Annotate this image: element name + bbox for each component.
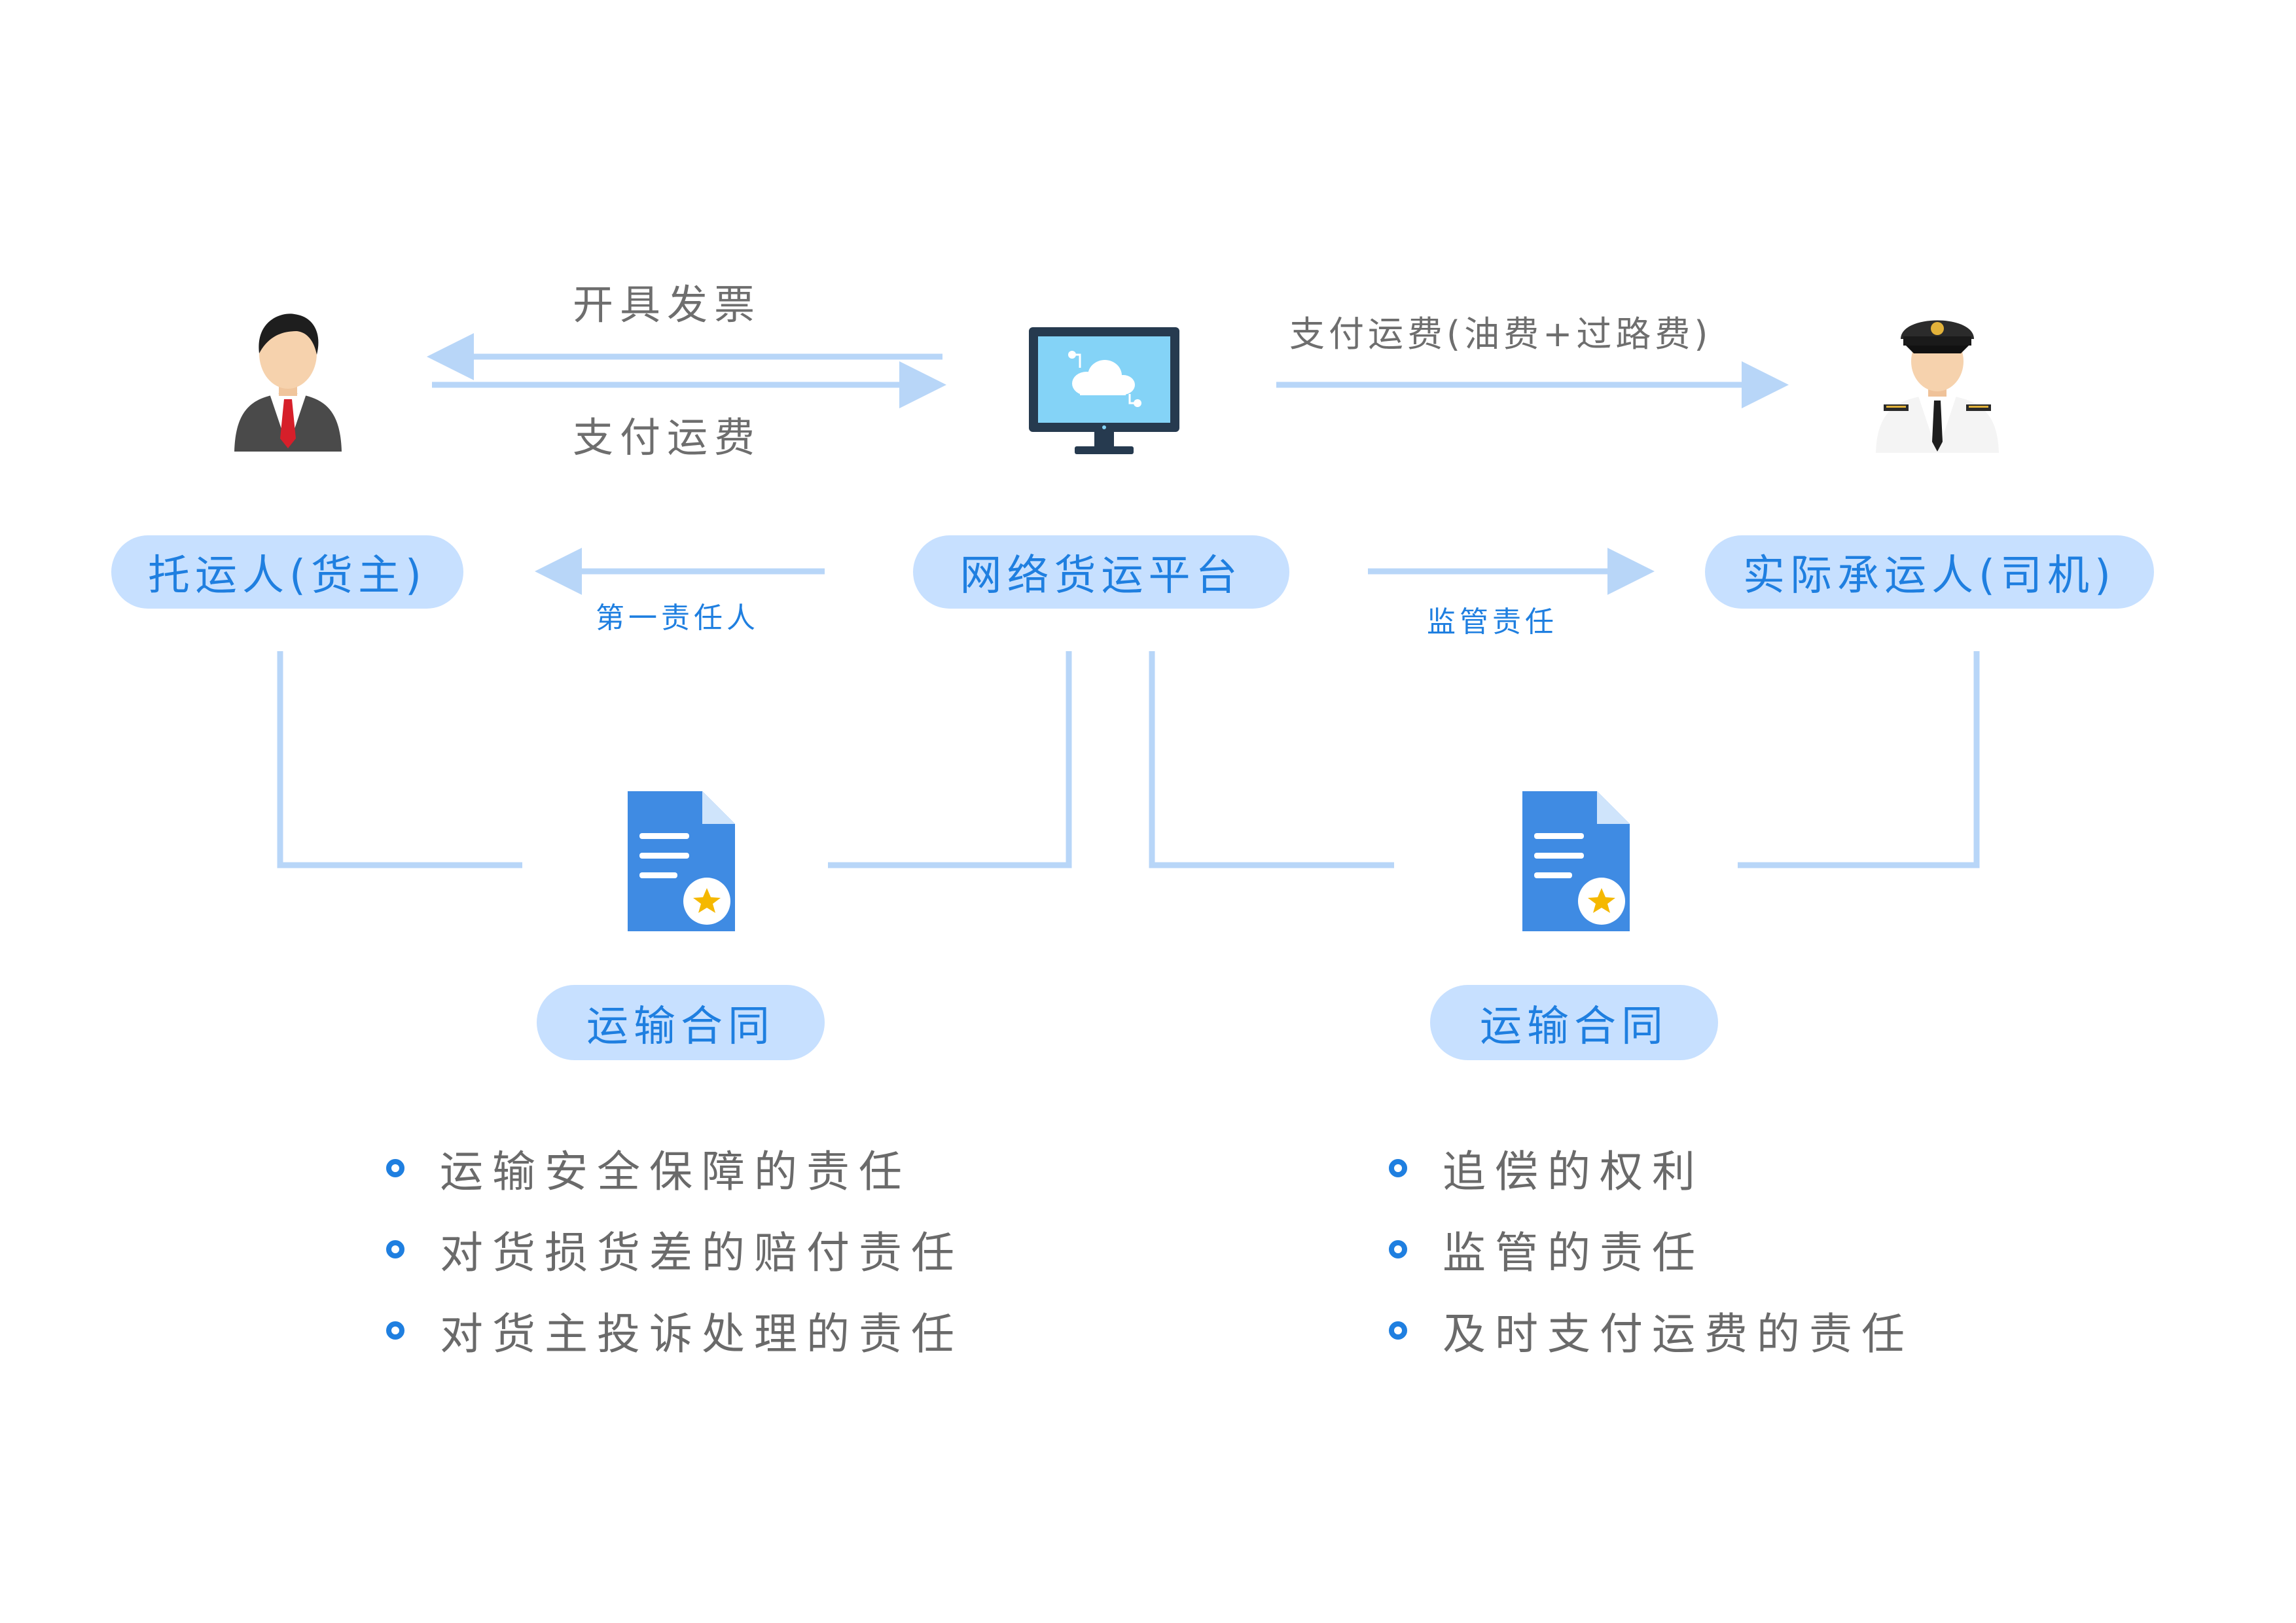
bullet-dot-icon [386, 1159, 404, 1177]
right-contract-pill: 运输合同 [1430, 985, 1718, 1060]
left-duty-list: 运输安全保障的责任 对货损货差的赔付责任 对货主投诉处理的责任 [386, 1128, 963, 1371]
left-contract-pill: 运输合同 [537, 985, 825, 1060]
pay-label: 支付运费 [573, 414, 762, 461]
bullet-dot-icon [386, 1240, 404, 1258]
pay-carrier-label: 支付运费(油费+过路费) [1289, 313, 1712, 355]
bullet-dot-icon [1389, 1159, 1407, 1177]
platform-role-pill: 网络货运平台 [913, 535, 1289, 609]
carrier-contract-line [1738, 651, 1980, 868]
monitor-cloud-icon [1029, 327, 1179, 454]
right-duty-list: 追偿的权利 监管的责任 及时支付运费的责任 [1389, 1128, 1914, 1371]
list-item: 监管的责任 [1389, 1209, 1914, 1290]
invoice-label: 开具发票 [573, 281, 762, 329]
platform-right-contract-line [1149, 651, 1394, 868]
list-item: 对货主投诉处理的责任 [386, 1290, 963, 1371]
bullet-dot-icon [386, 1321, 404, 1340]
contract-document-icon [628, 791, 735, 931]
businessman-icon [234, 313, 342, 452]
shipper-contract-line [277, 651, 522, 868]
contract-document-icon [1522, 791, 1630, 931]
carrier-role-pill: 实际承运人(司机) [1705, 535, 2154, 609]
list-item: 追偿的权利 [1389, 1128, 1914, 1209]
bullet-dot-icon [1389, 1240, 1407, 1258]
platform-left-contract-line [828, 651, 1072, 868]
shipper-role-pill: 托运人(货主) [111, 535, 463, 609]
primary-liability-label: 第一责任人 [596, 601, 759, 635]
list-item: 对货损货差的赔付责任 [386, 1209, 963, 1290]
pilot-driver-icon [1876, 320, 1999, 453]
list-item: 运输安全保障的责任 [386, 1128, 963, 1209]
bullet-dot-icon [1389, 1321, 1407, 1340]
list-item: 及时支付运费的责任 [1389, 1290, 1914, 1371]
supervision-label: 监管责任 [1427, 605, 1558, 639]
